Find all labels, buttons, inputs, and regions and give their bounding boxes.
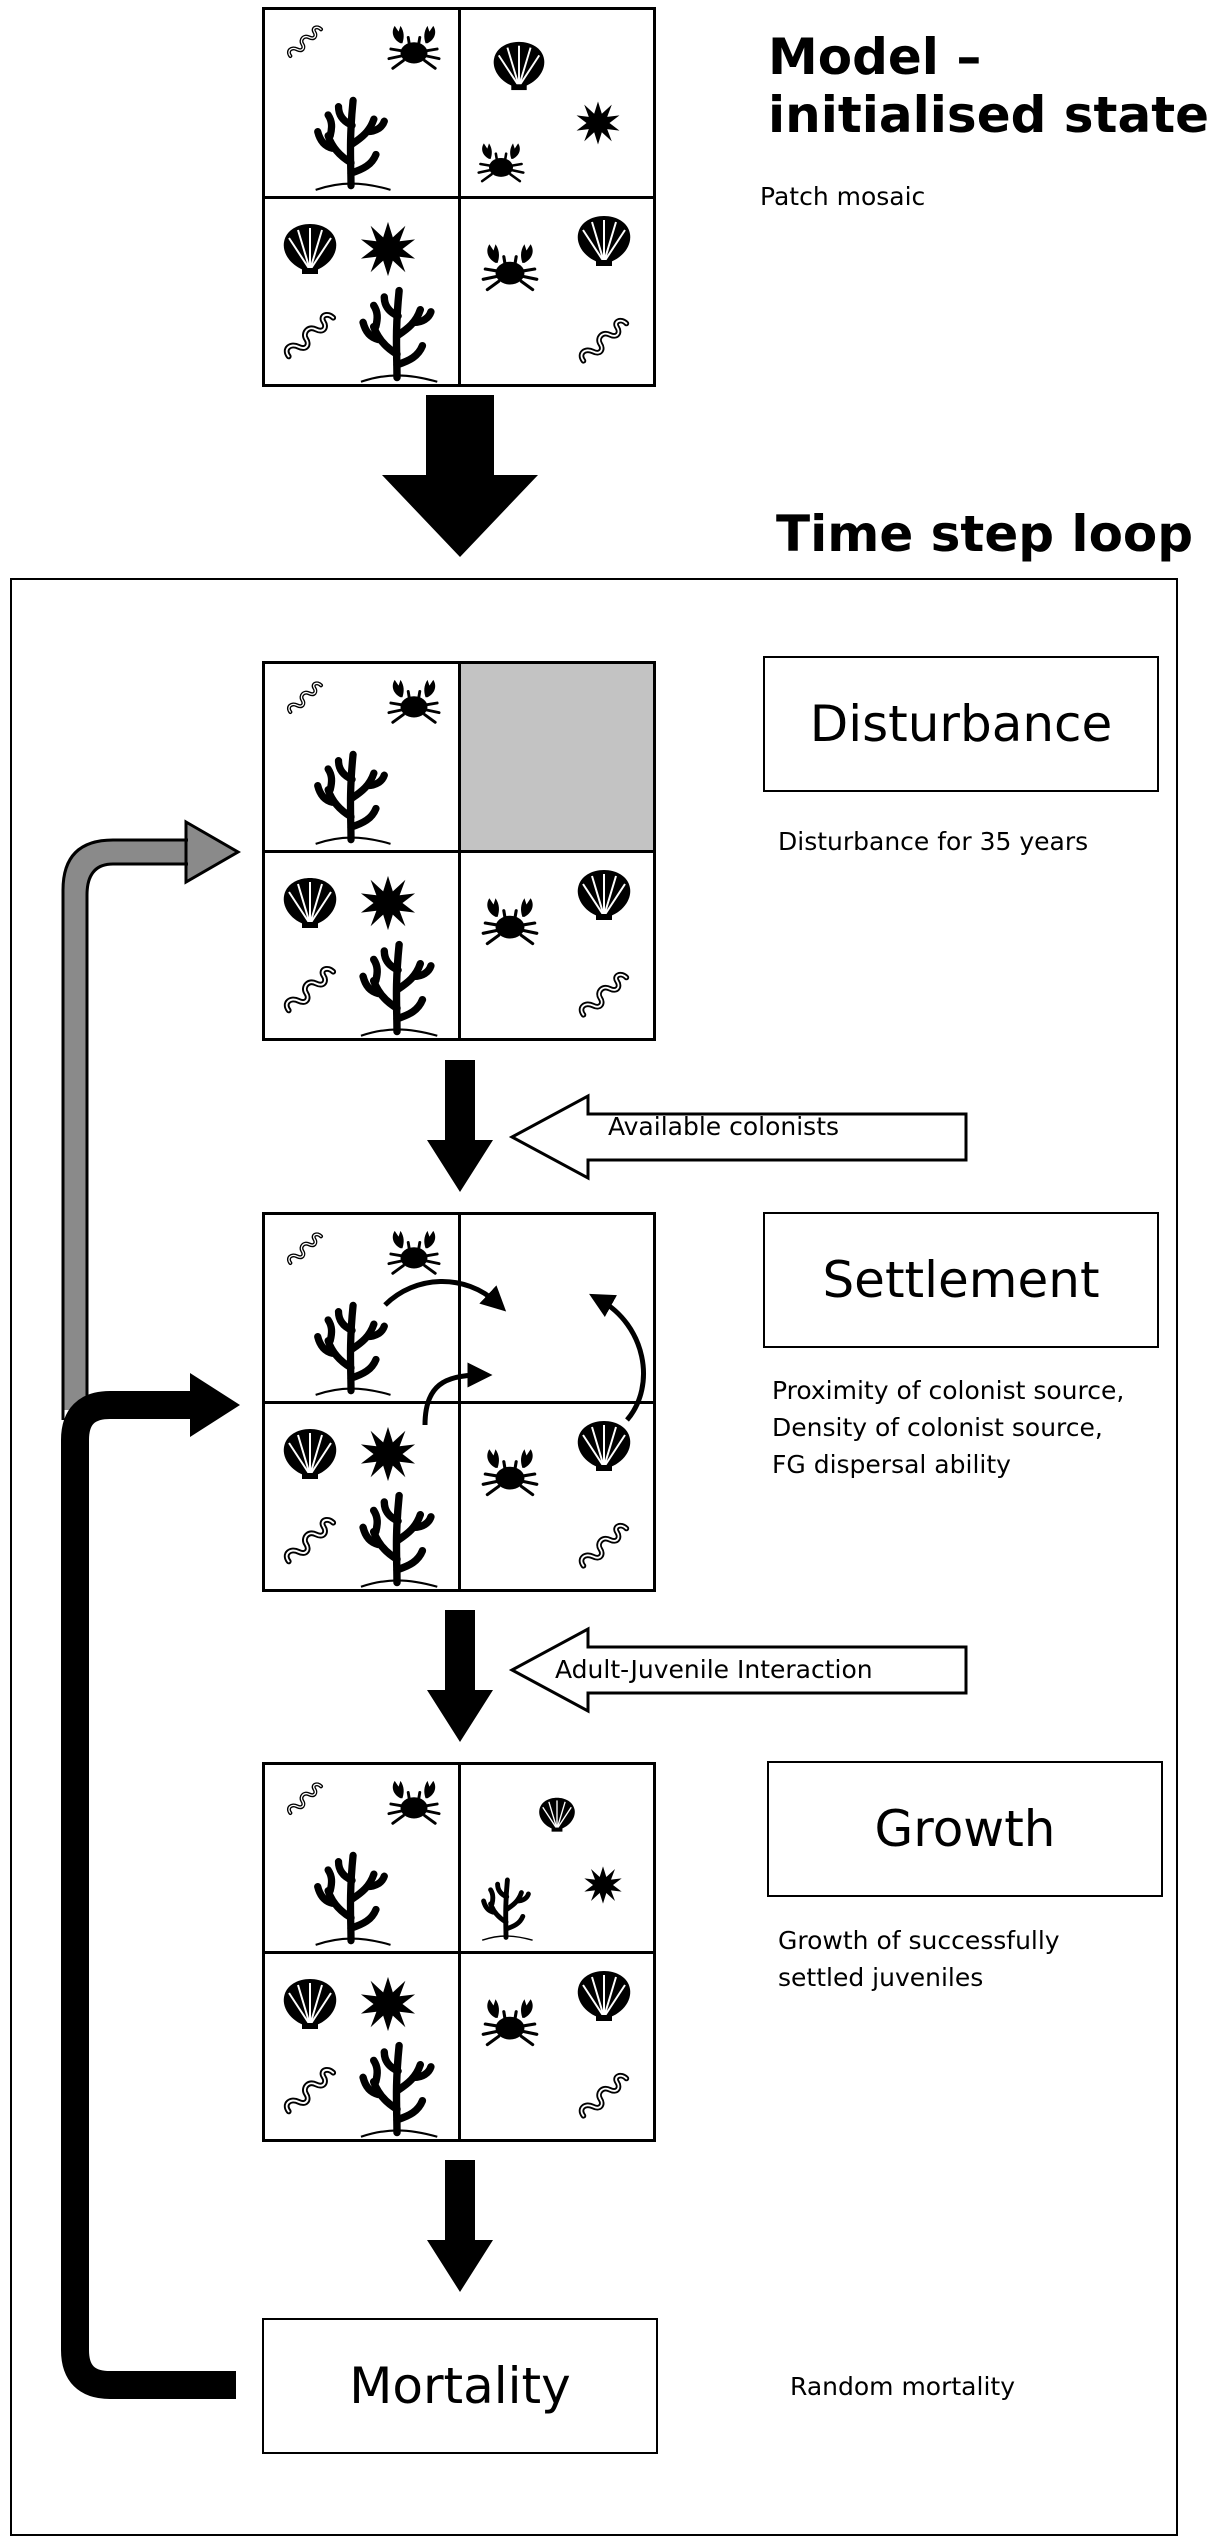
coral-icon [349,280,445,386]
worm-icon [575,2071,633,2127]
scallop-icon [571,212,637,268]
urchin-icon [575,100,621,146]
loop-title: Time step loop [776,505,1194,563]
crab-icon [477,1995,543,2053]
coral-icon [303,90,399,194]
input-arrow-interaction [508,1626,968,1714]
settlement-box: Settlement [763,1212,1159,1348]
worm-icon [285,22,325,66]
worm-icon [285,1779,325,1823]
down-arrow-2 [427,1610,493,1742]
coral-icon [477,1873,535,1943]
coral-icon [303,1845,399,1949]
scallop-icon [487,38,551,92]
settlement-note: Proximity of colonist source, Density of… [772,1376,1125,1479]
crab-icon [383,676,445,730]
worm-icon [575,970,633,1026]
disturbance-box: Disturbance [763,656,1159,792]
urchin-icon [359,874,417,932]
scallop-icon [535,1795,579,1833]
model-subtitle: Patch mosaic [760,182,926,211]
mortality-note: Random mortality [790,2372,1015,2401]
coral-icon [303,744,399,848]
crab-icon [473,140,529,188]
urchin-icon [583,1865,623,1905]
scallop-icon [277,220,343,276]
worm-icon [279,964,341,1022]
worm-icon [279,310,341,368]
dispersal-arrows [383,1279,646,1426]
scallop-icon [571,1967,637,2023]
disturbance-note: Disturbance for 35 years [778,827,1089,856]
scallop-icon [277,1975,343,2031]
crab-icon [383,1777,445,1831]
crab-icon [383,22,445,76]
crab-icon [477,240,543,298]
down-arrow-1 [427,1060,493,1192]
mortality-box: Mortality [262,2318,658,2454]
scallop-icon [571,866,637,922]
input-arrow-colonists [508,1093,968,1181]
settlement-mosaic [262,1212,656,1592]
worm-icon [285,678,325,722]
available-colonists-label: Available colonists [608,1112,840,1141]
feedback-arrows [61,819,242,2399]
worm-icon [279,2065,341,2123]
growth-box: Growth [767,1761,1163,1897]
scallop-icon [277,874,343,930]
urchin-icon [359,1975,417,2033]
coral-icon [349,2035,445,2141]
worm-icon [575,316,633,372]
crab-icon [477,894,543,952]
down-arrow-main [382,395,538,557]
coral-icon [349,934,445,1040]
disturbance-mosaic [262,661,656,1041]
growth-note: Growth of successfully settled juveniles [778,1926,1060,1992]
disturbed-patch [459,664,653,851]
urchin-icon [359,220,417,278]
initial-state-mosaic [262,7,656,387]
growth-mosaic [262,1762,656,2142]
adult-juvenile-label: Adult-Juvenile Interaction [555,1655,873,1684]
down-arrow-3 [427,2160,493,2292]
time-step-loop-frame [10,578,1178,2536]
model-title: Model – initialised state [768,28,1210,144]
